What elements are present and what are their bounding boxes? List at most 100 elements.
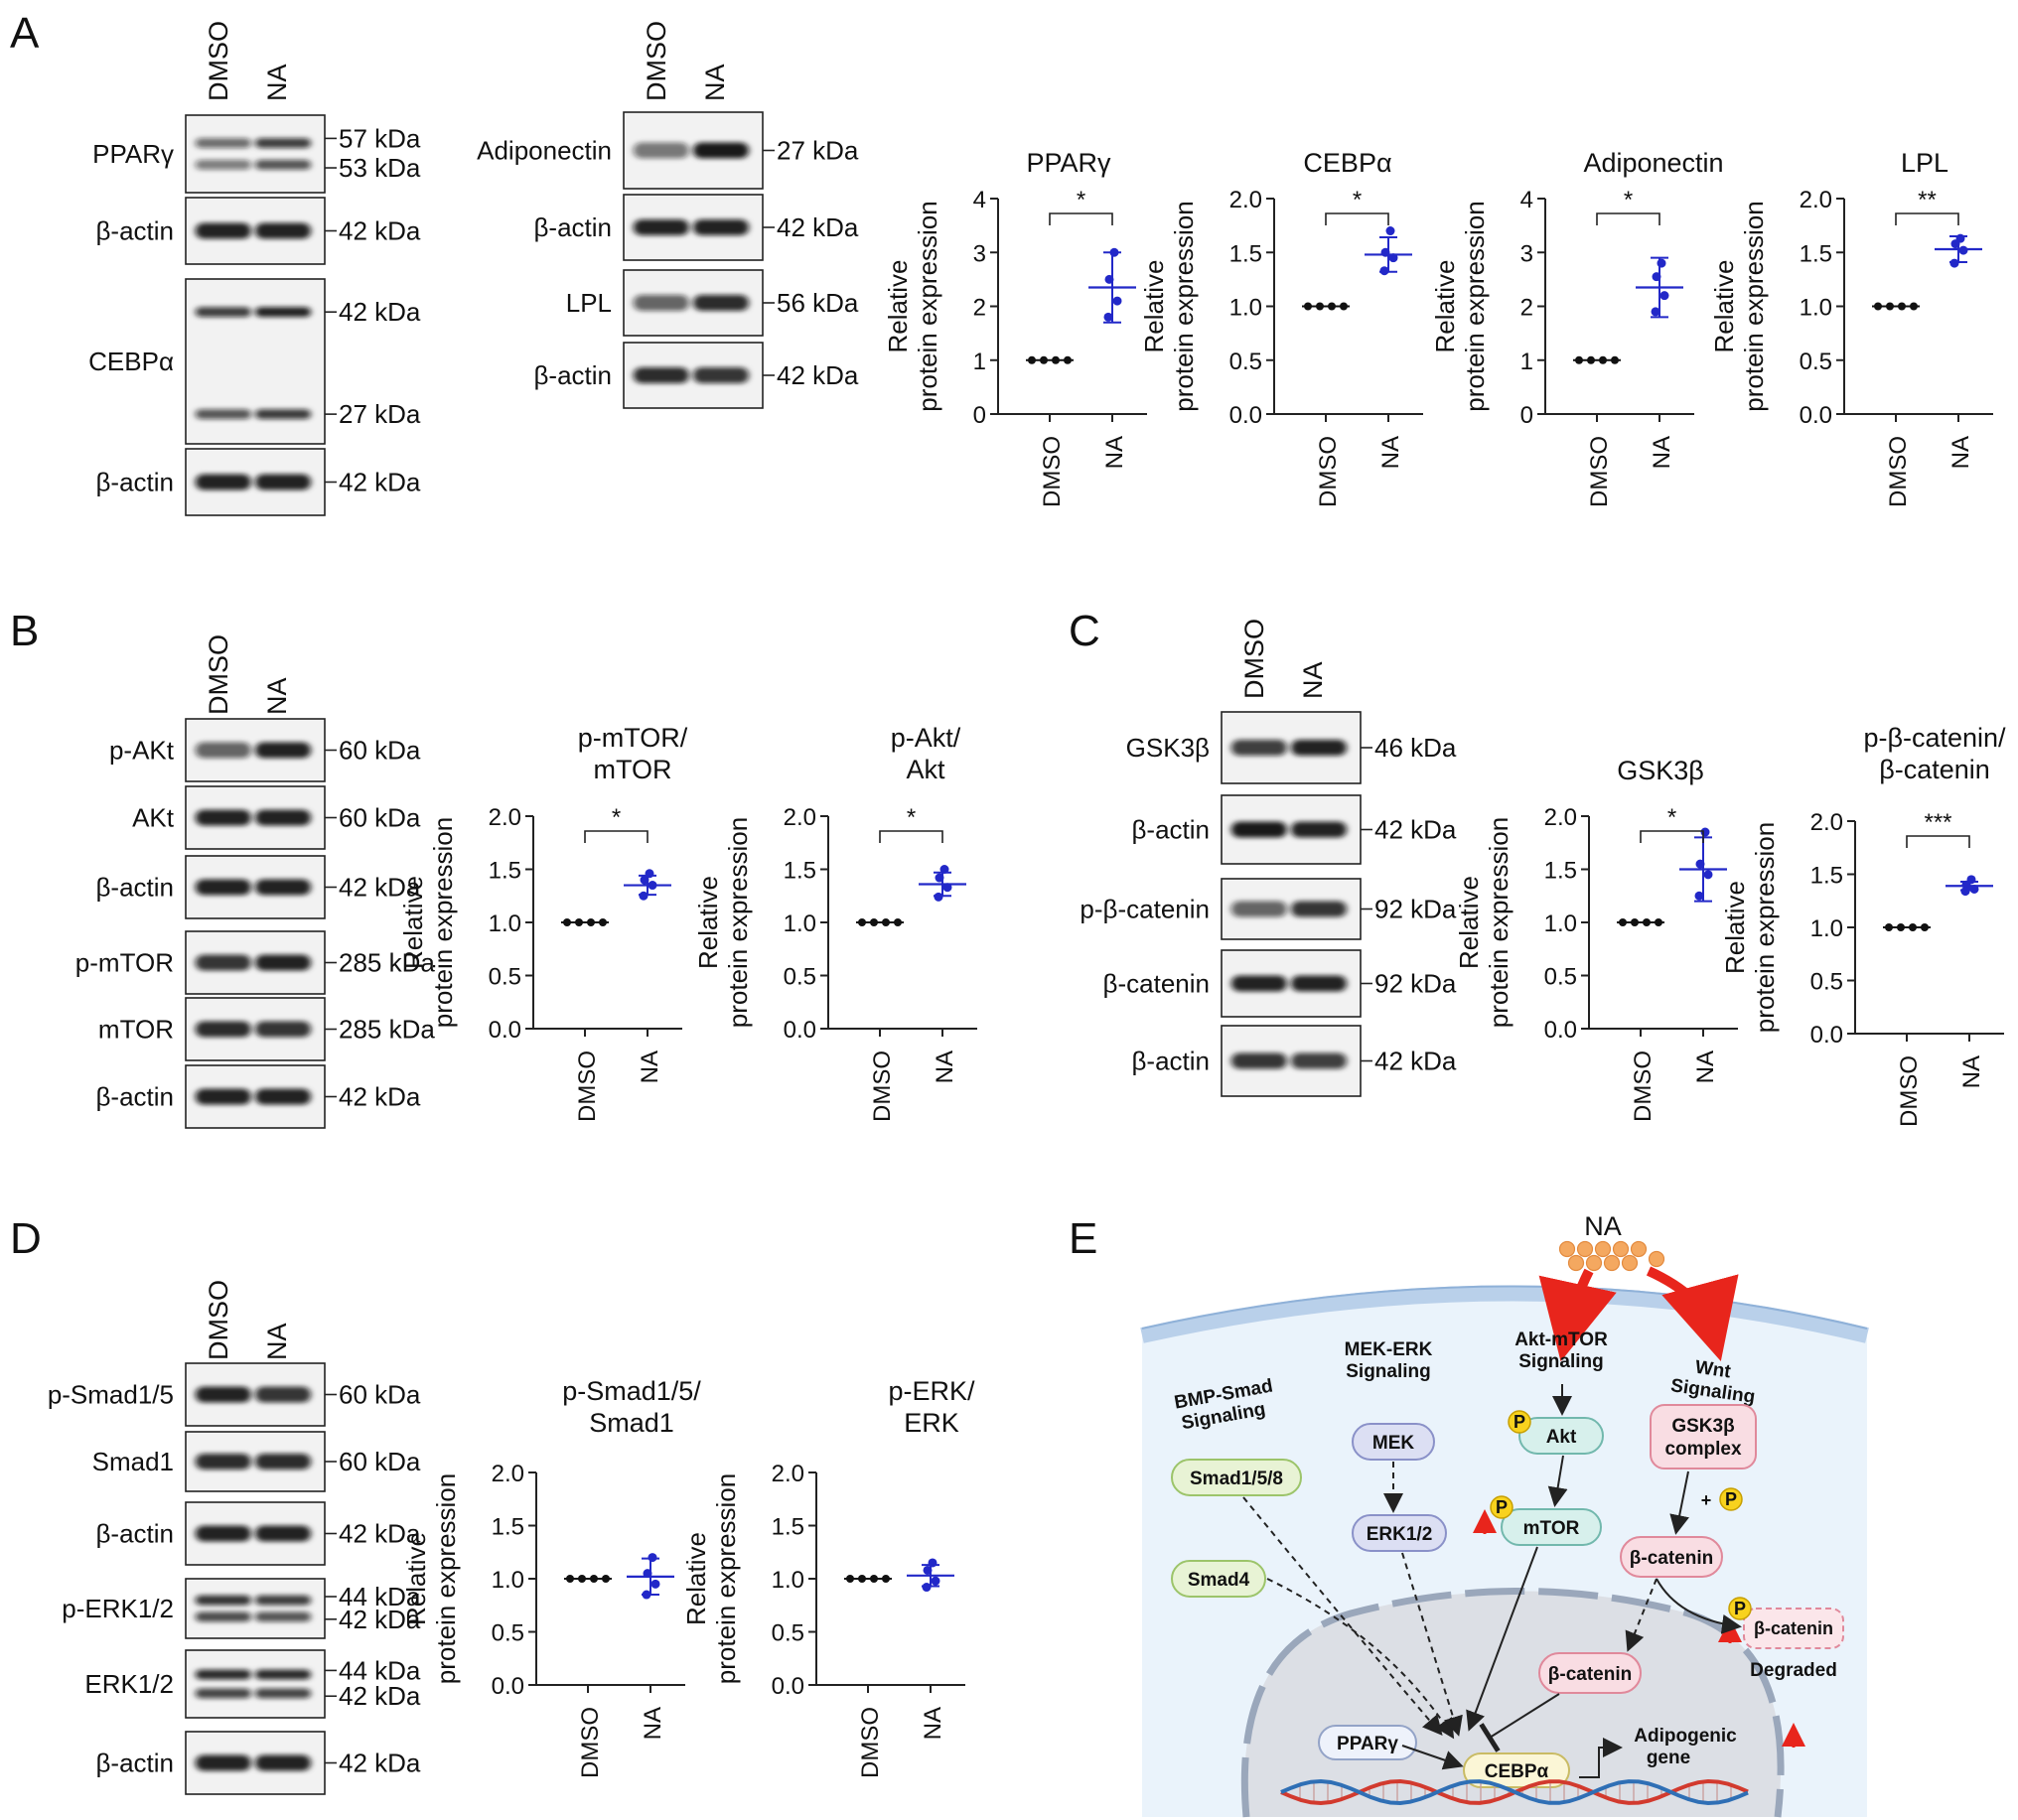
protein-label: PPARγ: [92, 139, 174, 169]
y-tick-label: 0.0: [1544, 1017, 1577, 1044]
band: [195, 1386, 251, 1403]
mtor-box: [1501, 1508, 1602, 1546]
chart-title: LPL: [1901, 148, 1948, 178]
x-tick-label: DMSO: [1039, 436, 1066, 507]
phospho-circle: [1719, 1487, 1743, 1511]
chart-title: Smad1: [589, 1408, 674, 1438]
data-point-na: [934, 892, 943, 902]
band: [195, 809, 251, 826]
significance-bracket: [1325, 212, 1389, 225]
y-axis-label: Relative: [1709, 260, 1739, 353]
y-tick-label: 1.0: [784, 910, 816, 937]
mtor-label: mTOR: [1523, 1518, 1580, 1539]
band: [633, 295, 689, 311]
phospho-circle: [1508, 1410, 1531, 1434]
protein-label: β-actin: [95, 1519, 174, 1549]
kda-label: 42 kDa: [339, 216, 421, 246]
kda-label: 60 kDa: [339, 803, 421, 833]
band: [1230, 1052, 1287, 1069]
erk-label: ERK1/2: [1367, 1524, 1433, 1545]
y-tick-label: 0.0: [784, 1017, 816, 1044]
significance-bracket: [1895, 212, 1959, 225]
chart-title: β-catenin: [1879, 755, 1990, 784]
band: [195, 1088, 251, 1105]
smad158-box: [1171, 1459, 1302, 1496]
protein-label: mTOR: [98, 1015, 174, 1045]
data-point-na: [922, 1583, 932, 1593]
kda-label: 27 kDa: [777, 136, 859, 166]
x-tick-label: DMSO: [857, 1707, 884, 1778]
arrow-erk: [1401, 1552, 1463, 1737]
protein-label: Smad1: [92, 1447, 174, 1476]
lane-label-na: NA: [700, 64, 730, 101]
y-tick-label: 0.5: [772, 1620, 804, 1647]
kda-label: 92 kDa: [1374, 895, 1457, 924]
nucleus: [1244, 1591, 1782, 1817]
band: [693, 142, 749, 159]
band: [255, 222, 311, 239]
significance-stars: **: [1918, 187, 1937, 213]
data-point-na: [1703, 870, 1713, 880]
protein-label: ERK1/2: [84, 1669, 174, 1699]
y-tick-label: 0.0: [489, 1017, 521, 1044]
panel-letter-d: D: [10, 1214, 42, 1263]
band: [633, 367, 689, 383]
y-axis-label: Relative: [883, 260, 913, 353]
band: [195, 474, 251, 490]
y-axis-label: protein expression: [1750, 822, 1780, 1033]
significance-bracket: [879, 830, 943, 843]
drug-label: NA: [1584, 1211, 1622, 1241]
y-tick-label: 2.0: [1229, 187, 1262, 213]
kda-label: 285 kDa: [339, 948, 435, 978]
y-tick-label: 1.0: [1810, 915, 1843, 942]
significance-stars: *: [612, 804, 621, 831]
panel-letter-e: E: [1069, 1214, 1097, 1263]
band: [1291, 821, 1347, 838]
kda-label: 285 kDa: [339, 1015, 435, 1045]
lane-label-na: NA: [262, 677, 292, 715]
chart-title: GSK3β: [1617, 756, 1704, 785]
band: [195, 138, 251, 149]
band: [1230, 821, 1287, 838]
significance-bracket: [1596, 212, 1660, 225]
ppar-box: [1318, 1725, 1417, 1760]
y-tick-label: 2.0: [492, 1461, 524, 1487]
y-axis-label: protein expression: [723, 817, 753, 1028]
band: [255, 409, 311, 420]
y-tick-label: 2.0: [489, 804, 521, 831]
lane-label-dmso: DMSO: [1239, 619, 1269, 699]
y-tick-label: 0: [1520, 402, 1533, 429]
y-tick-label: 0: [973, 402, 986, 429]
lane-label-dmso: DMSO: [204, 21, 233, 101]
smad4-box: [1171, 1560, 1266, 1598]
phospho-label: P: [1734, 1599, 1746, 1618]
y-tick-label: 1.0: [489, 910, 521, 937]
y-axis-label: Relative: [401, 1532, 431, 1625]
y-tick-label: 0.5: [1810, 969, 1843, 996]
y-tick-label: 0.5: [1800, 349, 1832, 375]
y-tick-label: 1.0: [1800, 295, 1832, 322]
x-tick-label: DMSO: [1630, 1050, 1657, 1122]
y-tick-label: 1.5: [1800, 240, 1832, 267]
kda-label: 44 kDa: [339, 1582, 421, 1611]
y-axis-label: protein expression: [431, 1473, 461, 1684]
protein-label: β-actin: [533, 212, 612, 242]
kda-label: 60 kDa: [339, 1380, 421, 1410]
protein-label: LPL: [566, 288, 612, 318]
blot-frame: [185, 1649, 326, 1719]
band: [1291, 740, 1347, 756]
y-tick-label: 2: [973, 295, 986, 322]
chart-title: p-Akt/: [891, 723, 961, 753]
x-tick-label: NA: [1958, 1055, 1985, 1088]
pathway-title-wnt: Wnt: [1694, 1357, 1733, 1383]
pathway-schematic: NABMP-SmadSignalingMEK-ERKSignalingAkt-m…: [1140, 1211, 1869, 1818]
bcat-nuclear-box: [1538, 1652, 1642, 1694]
lane-label-dmso: DMSO: [204, 634, 233, 715]
band: [255, 1754, 311, 1771]
band: [255, 474, 311, 490]
band: [195, 1021, 251, 1038]
